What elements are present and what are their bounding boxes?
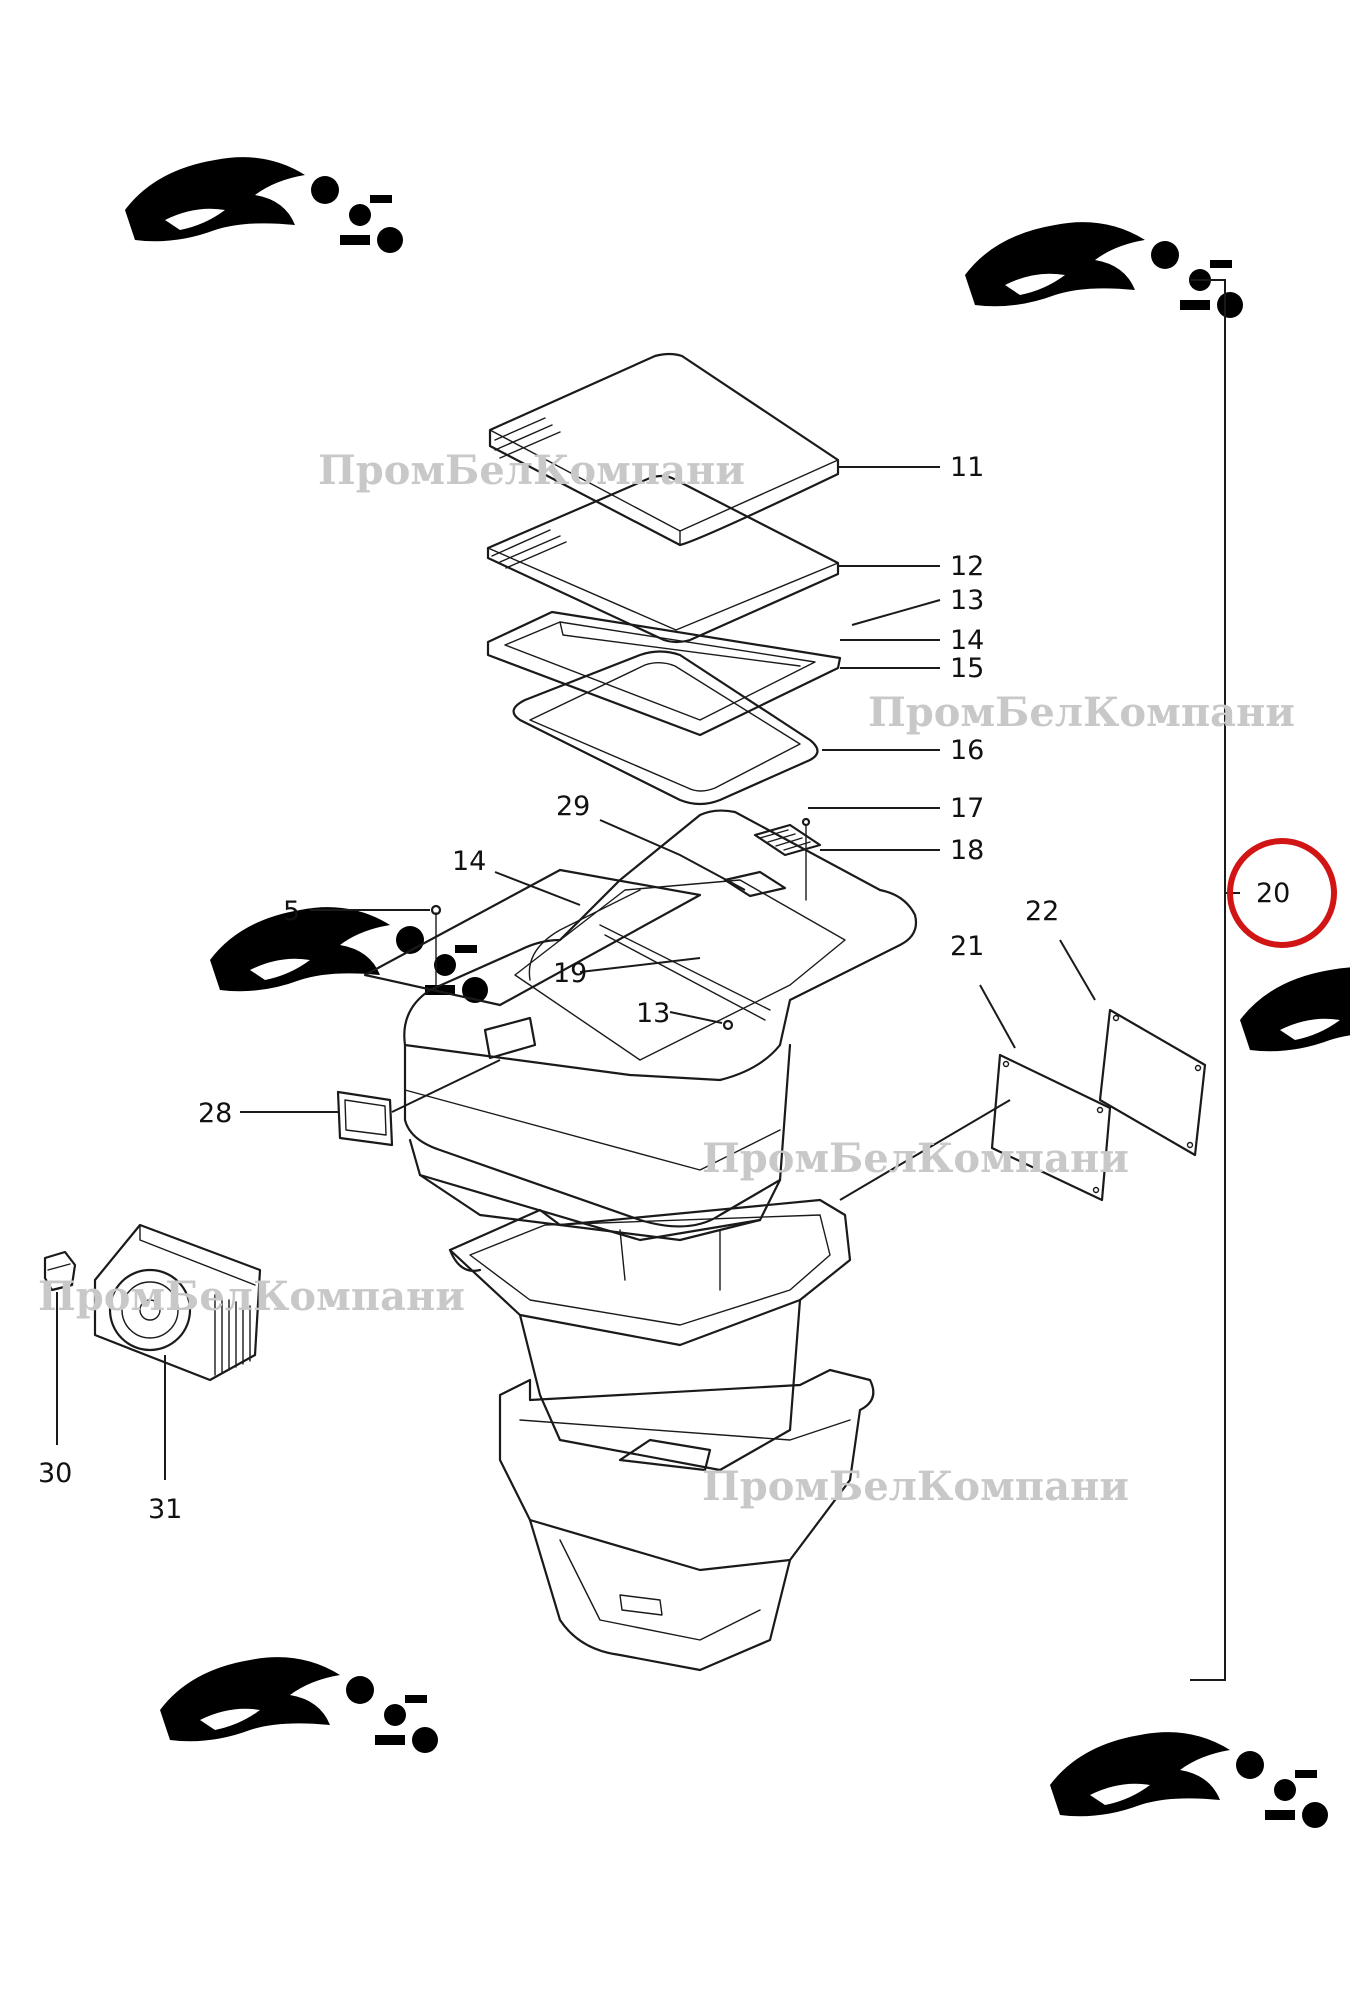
callout-31: 31 [148, 1494, 182, 1525]
watermark-logo-icon [125, 157, 1350, 1828]
callout-21: 21 [950, 931, 984, 962]
highlight-circle-20 [1227, 838, 1337, 948]
watermark-text-group: ПромБелКомпани ПромБелКомпани ПромБелКом… [38, 447, 1295, 1510]
bottom-tub [498, 1368, 875, 1672]
callout-14-left: 14 [452, 846, 486, 877]
callout-19: 19 [553, 958, 587, 989]
callout-29: 29 [556, 791, 590, 822]
part-15-frame [486, 610, 842, 737]
callout-13-bottom: 13 [636, 998, 670, 1029]
callout-30: 30 [38, 1458, 72, 1489]
watermark-text: ПромБелКомпани [702, 1135, 1129, 1182]
leader-lines [56, 466, 1096, 1480]
part-11-lid [488, 352, 840, 547]
callout-20: 20 [1256, 878, 1290, 909]
middle-tub [448, 1198, 852, 1472]
callout-15: 15 [950, 653, 984, 684]
watermark-text: ПромБелКомпани [868, 689, 1295, 736]
bracket-20 [1190, 279, 1240, 1681]
part-28-window [336, 1090, 394, 1147]
upper-housing [363, 809, 918, 1242]
callout-13-top: 13 [950, 585, 984, 616]
part-21-panel [990, 1053, 1112, 1202]
part-31-cooling-unit [93, 1223, 262, 1382]
callout-18: 18 [950, 835, 984, 866]
callout-22: 22 [1025, 896, 1059, 927]
callout-14-top: 14 [950, 625, 984, 656]
watermark-text: ПромБелКомпани [318, 447, 745, 494]
callout-labels: 11 12 13 14 15 16 17 18 29 14 5 19 13 28… [38, 452, 1290, 1525]
callout-28: 28 [198, 1098, 232, 1129]
part-22-panel [1098, 1008, 1207, 1157]
part-12-lid-panel [486, 474, 840, 644]
callout-17: 17 [950, 793, 984, 824]
part-16-seal [512, 650, 819, 806]
callout-12: 12 [950, 551, 984, 582]
callout-5: 5 [283, 896, 300, 927]
callout-11: 11 [950, 452, 984, 483]
watermark-text: ПромБелКомпани [702, 1463, 1129, 1510]
part-30-switch [43, 1250, 77, 1292]
callout-16: 16 [950, 735, 984, 766]
watermark-text: ПромБелКомпани [38, 1273, 465, 1320]
